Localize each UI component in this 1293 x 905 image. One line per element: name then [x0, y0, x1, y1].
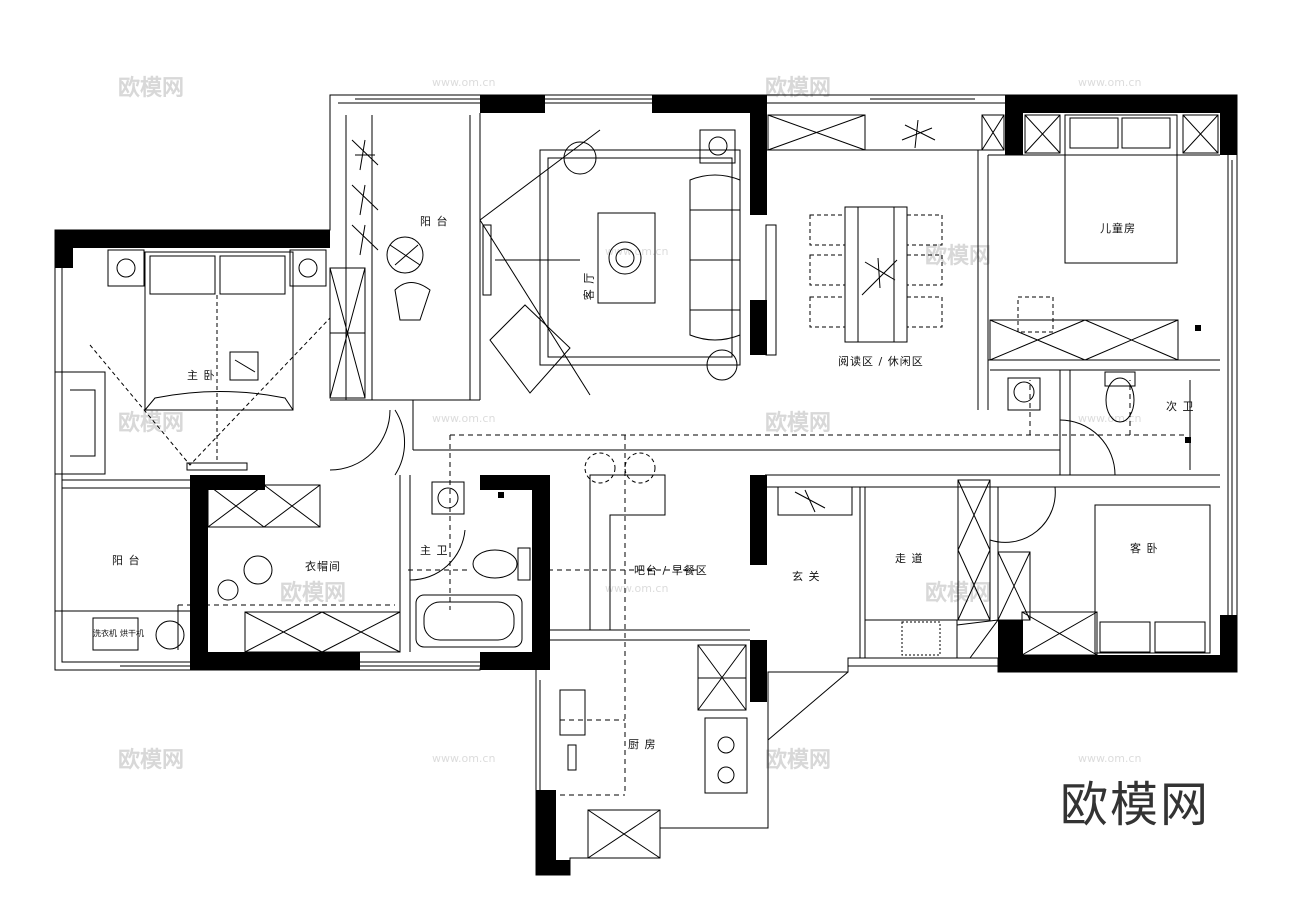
room-label-reading: 阅读区 / 休闲区 [838, 355, 924, 368]
brand-logo-text: 欧模网 [1060, 777, 1211, 833]
watermark-url: www.om.cn [605, 582, 669, 595]
watermark-text: 欧模网 [765, 76, 832, 101]
room-label-guest-room: 客 卧 [1130, 542, 1159, 555]
watermark-text: 欧模网 [280, 581, 347, 606]
room-label-balcony-left: 阳 台 [112, 554, 141, 567]
room-label-closet: 衣帽间 [305, 560, 341, 573]
watermark-url: www.om.cn [1078, 76, 1142, 89]
watermark-url: www.om.cn [605, 245, 669, 258]
plant-icon [229, 119, 936, 513]
inner-wall-outline [61, 102, 1229, 663]
label-washer: 洗衣机 [93, 629, 117, 638]
watermark-text: 欧模网 [765, 411, 832, 436]
label-dryer: 烘干机 [120, 629, 144, 638]
room-label-kids-room: 儿童房 [1100, 222, 1136, 235]
room-label-foyer: 玄 关 [792, 570, 821, 583]
room-label-corridor: 走 道 [895, 552, 924, 565]
watermark-url: www.om.cn [432, 752, 496, 765]
room-label-living: 客 厅 [582, 271, 596, 301]
solid-walls [55, 95, 1237, 875]
watermark-url: www.om.cn [1078, 752, 1142, 765]
room-label-master-bedroom: 主 卧 [187, 369, 216, 382]
watermark-url: www.om.cn [432, 76, 496, 89]
watermark-text: 欧模网 [118, 748, 185, 773]
room-label-bar: 吧台 / 早餐区 [634, 564, 708, 577]
watermark-text: 欧模网 [925, 244, 992, 269]
room-label-kitchen: 厨 房 [628, 738, 657, 751]
watermark-url: www.om.cn [1078, 412, 1142, 425]
watermark-text: 欧模网 [118, 76, 185, 101]
watermark-text: 欧模网 [118, 411, 185, 436]
room-label-second-bath: 次 卫 [1166, 400, 1195, 413]
room-label-master-bath: 主 卫 [420, 544, 449, 557]
watermark-url: www.om.cn [432, 412, 496, 425]
watermark-text: 欧模网 [765, 748, 832, 773]
room-label-balcony-top: 阳 台 [420, 215, 449, 228]
